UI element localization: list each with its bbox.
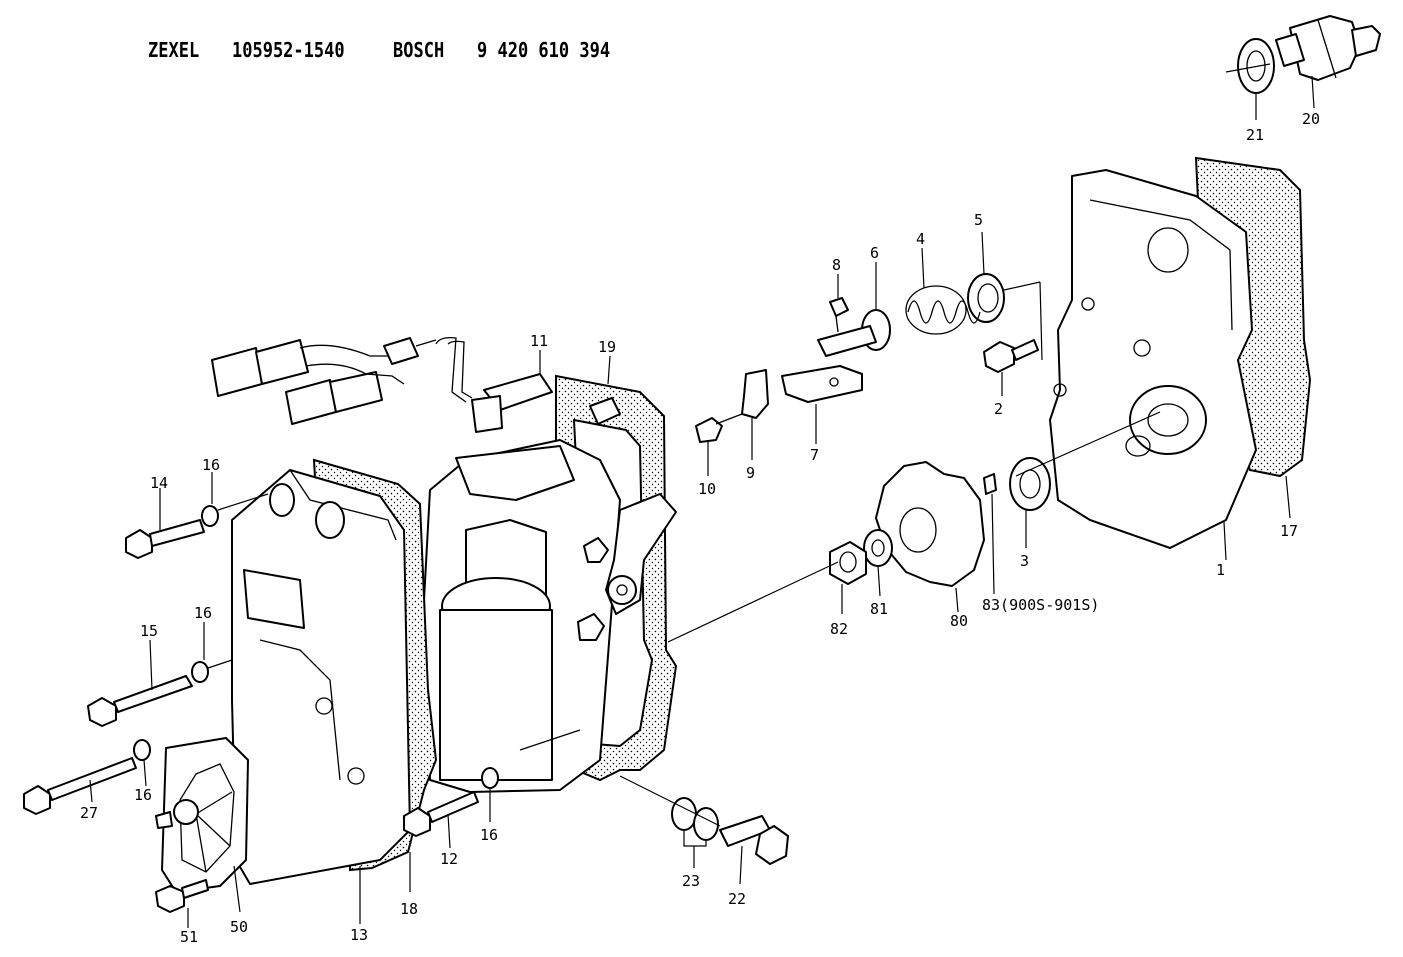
callout-14: 14	[150, 474, 168, 492]
callout-17: 17	[1280, 522, 1298, 540]
lever-7	[781, 365, 863, 444]
housing-1	[1049, 169, 1257, 561]
zexel-part-number: 105952-1540	[232, 38, 345, 62]
callout-18: 18	[400, 900, 418, 918]
plate-50	[155, 737, 249, 913]
brand-zexel-label: ZEXEL	[148, 38, 200, 62]
callout-23: 23	[682, 872, 700, 890]
callout-3: 3	[1020, 552, 1029, 570]
callout-83: 83(900S-901S)	[982, 596, 1099, 614]
callout-9: 9	[746, 464, 755, 482]
bracket-9	[741, 369, 769, 460]
bolt-2	[983, 339, 1039, 396]
callout-1: 1	[1216, 561, 1225, 579]
callout-10: 10	[698, 480, 716, 498]
callout-15: 15	[140, 622, 158, 640]
washer-81	[863, 529, 893, 597]
washer-21	[1225, 38, 1275, 120]
callout-13: 13	[350, 926, 368, 944]
brand-bosch-label: BOSCH	[393, 38, 445, 62]
callout-11: 11	[530, 332, 548, 350]
screw-8	[829, 274, 849, 333]
gear-80	[875, 461, 985, 613]
callout-19: 19	[598, 338, 616, 356]
wiring-harness	[211, 337, 437, 425]
callout-6: 6	[870, 244, 879, 262]
callout-4: 4	[916, 230, 925, 248]
nut-82	[829, 541, 867, 614]
cover-13	[231, 469, 411, 924]
callout-5: 5	[974, 211, 983, 229]
callout-81: 81	[870, 600, 888, 618]
seal-3	[1009, 457, 1051, 548]
callout-22: 22	[728, 890, 746, 908]
callout-50: 50	[230, 918, 248, 936]
callout-2: 2	[994, 400, 1003, 418]
shaft-axis-line	[1015, 411, 1161, 477]
control-unit-11	[423, 336, 621, 793]
diagram-header: ZEXEL 105952-1540 BOSCH 9 420 610 394	[0, 38, 1403, 68]
callout-16d: 16	[480, 826, 498, 844]
plug-fitting-20	[1275, 15, 1381, 109]
bolt-15	[87, 639, 193, 727]
lever-arm	[577, 493, 677, 641]
callout-82: 82	[830, 620, 848, 638]
callout-80: 80	[950, 612, 968, 630]
callout-16c: 16	[134, 786, 152, 804]
callout-7: 7	[810, 446, 819, 464]
plate-6	[817, 262, 891, 357]
callout-16b: 16	[194, 604, 212, 622]
bolt-axis-line	[519, 729, 581, 751]
washer-16b	[191, 622, 233, 683]
callout-27: 27	[80, 804, 98, 822]
spring-4	[905, 247, 981, 335]
key-83	[983, 473, 997, 595]
bolt-14	[125, 488, 205, 559]
seal-5	[967, 231, 1043, 361]
callout-51: 51	[180, 928, 198, 946]
washer-16a	[201, 472, 269, 527]
callout-12: 12	[440, 850, 458, 868]
bolt-22	[719, 815, 789, 885]
callout-20: 20	[1302, 110, 1320, 128]
callout-21: 21	[1246, 126, 1264, 144]
washer-16c	[133, 739, 151, 787]
screw-10	[695, 413, 743, 476]
bolt-12	[403, 791, 479, 849]
callout-labels: 1 2 3 4 5 6 7 8 9 10 11 12 13 14 15 16 1…	[80, 110, 1320, 946]
shaft-axis-line-left	[667, 561, 839, 643]
banjo-axis-line	[619, 775, 721, 827]
callout-8: 8	[832, 256, 841, 274]
bosch-part-number: 9 420 610 394	[477, 38, 611, 62]
bolt-51	[155, 879, 209, 928]
washer-16d	[481, 767, 499, 822]
washers-23	[671, 797, 719, 868]
callout-16a: 16	[202, 456, 220, 474]
bolt-27	[23, 757, 137, 815]
